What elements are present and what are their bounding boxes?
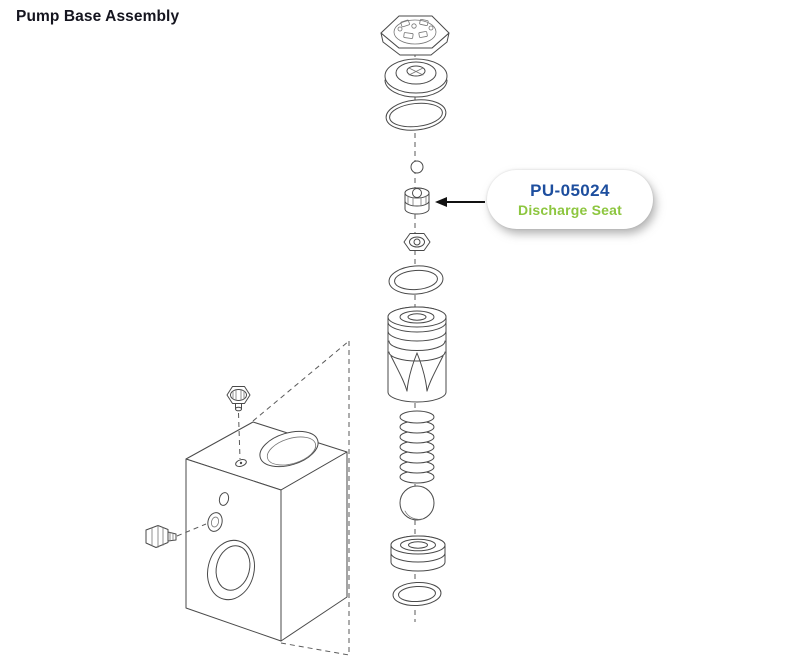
o-ring-bottom (392, 581, 442, 607)
discharge-seat (404, 187, 430, 215)
hex-cap (380, 15, 450, 56)
valve-cage (387, 306, 447, 403)
valve-poppet (384, 58, 448, 98)
retainer-nut (403, 233, 431, 251)
side-screw (145, 523, 207, 548)
o-ring-top (385, 99, 447, 131)
seal-bushing (390, 535, 446, 572)
part-callout[interactable]: PU-05024 Discharge Seat (487, 170, 653, 229)
page-title: Pump Base Assembly (16, 8, 180, 25)
spring (399, 410, 435, 484)
pump-base-block (185, 421, 348, 642)
construction-lines (252, 340, 350, 656)
hex-plug (226, 386, 251, 460)
callout-arrow (435, 197, 485, 207)
o-ring-middle (388, 265, 444, 295)
check-ball (399, 485, 435, 521)
part-name: Discharge Seat (518, 202, 622, 218)
part-number: PU-05024 (530, 181, 610, 200)
pilot-ball (410, 160, 424, 174)
